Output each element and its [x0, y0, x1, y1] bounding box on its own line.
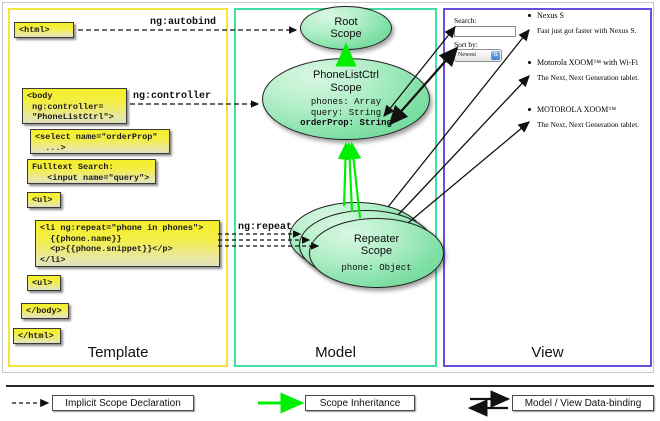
- root-scope-ellipse: Root Scope: [300, 6, 392, 50]
- phone-name: Motorola XOOM™ with Wi-Fi: [528, 58, 639, 67]
- panel-label-model: Model: [315, 344, 356, 361]
- bullet-icon: [528, 14, 531, 17]
- phonelistctrl-scope-bold-prop: orderProp: String: [300, 118, 392, 129]
- label-ng-controller: ng:controller: [133, 91, 212, 102]
- legend-item-implicit-scope-declaration: Implicit Scope Declaration: [52, 395, 194, 411]
- repeater-scope-title: Repeater Scope: [353, 232, 400, 258]
- phone-snippet: Fast just got faster with Nexus S.: [537, 26, 637, 35]
- bullet-icon: [528, 108, 531, 111]
- legend-item-scope-inheritance: Scope Inheritance: [305, 395, 415, 411]
- legend-item-model-view-data-binding: Model / View Data-binding: [512, 395, 654, 411]
- phone-name: Nexus S: [528, 11, 636, 20]
- repeater-scope-props: phone: Object: [341, 262, 412, 273]
- phone-snippet: The Next, Next Generation tablet.: [537, 120, 640, 129]
- code-box-html-close: </html>: [13, 328, 61, 344]
- label-ng-autobind: ng:autobind: [150, 17, 217, 28]
- diagram-frame: [2, 2, 654, 373]
- legend-divider: [6, 385, 654, 387]
- code-box-body-close: </body>: [21, 303, 69, 319]
- code-box-body-controller: <body ng:controller= "PhoneListCtrl">: [22, 88, 127, 124]
- search-label: Search:: [454, 16, 477, 25]
- sort-select-value: Newest: [458, 52, 476, 58]
- phone-list-item-1: Motorola XOOM™ with Wi-Fi The Next, Next…: [528, 58, 640, 82]
- panel-template: [8, 8, 228, 367]
- code-box-ul-close: <ul>: [27, 275, 61, 291]
- panel-label-view: View: [531, 344, 564, 361]
- panel-label-template: Template: [87, 344, 149, 361]
- search-input[interactable]: [454, 26, 516, 37]
- label-ng-repeat: ng:repeat: [238, 222, 293, 233]
- phone-name: MOTOROLA XOOM™: [528, 105, 639, 114]
- phonelistctrl-scope-ellipse: PhoneListCtrl Scope phones: Array query:…: [262, 58, 430, 140]
- phonelistctrl-scope-props: phones: Array query: String: [310, 97, 382, 118]
- code-box-html-open: <html>: [14, 22, 74, 38]
- sort-select[interactable]: Newest ⇅: [454, 49, 502, 62]
- root-scope-title: Root Scope: [330, 15, 362, 41]
- code-box-li-ng-repeat: <li ng:repeat="phone in phones"> {{phone…: [35, 220, 220, 267]
- sort-label: Sort by:: [454, 40, 478, 49]
- repeater-scope-ellipse: Repeater Scope phone: Object: [309, 218, 444, 288]
- phone-list-item-0: Nexus S Fast just got faster with Nexus …: [528, 11, 637, 35]
- phonelistctrl-scope-title: PhoneListCtrl Scope: [312, 69, 380, 94]
- chevron-updown-icon[interactable]: ⇅: [491, 51, 500, 60]
- code-box-ul-open: <ul>: [27, 192, 61, 208]
- phone-list-item-2: MOTOROLA XOOM™ The Next, Next Generation…: [528, 105, 640, 129]
- bullet-icon: [528, 61, 531, 64]
- phone-snippet: The Next, Next Generation tablet.: [537, 73, 640, 82]
- code-box-fulltext-search: Fulltext Search: <input name="query">: [27, 159, 156, 184]
- code-box-select-orderprop: <select name="orderProp" ...>: [30, 129, 170, 154]
